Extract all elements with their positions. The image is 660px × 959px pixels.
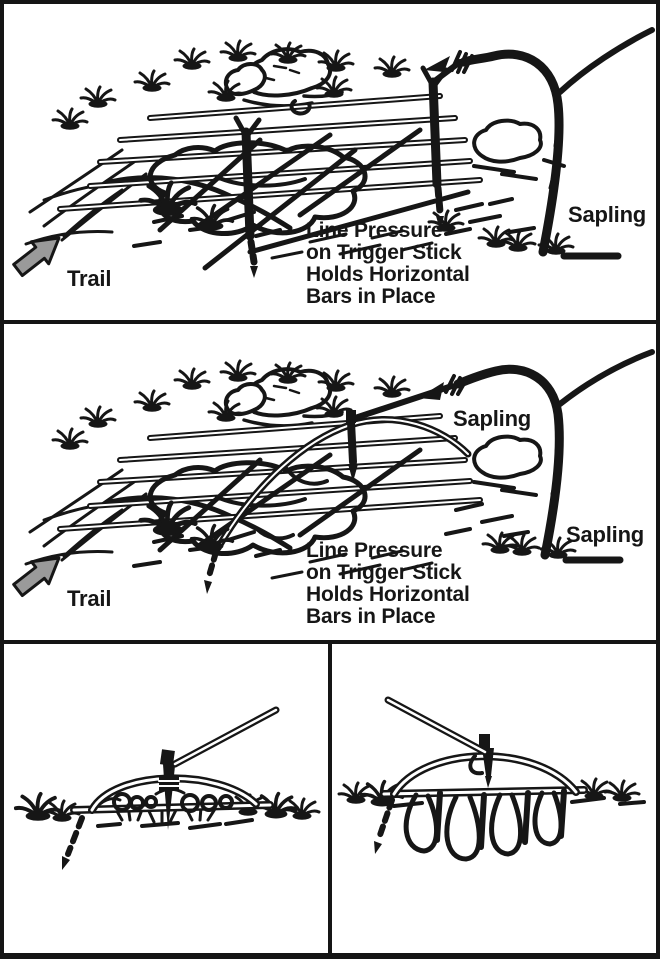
side-view-set-drawing [13, 706, 321, 870]
snare-coils [112, 792, 234, 813]
trap-set-drawing-1 [12, 27, 655, 278]
buried-stake [62, 815, 85, 870]
trail-label: Trail [67, 586, 112, 611]
trigger-stick [158, 749, 180, 830]
trigger-rod [171, 706, 280, 768]
trail-arrow-icon [12, 236, 61, 278]
panel-side-view-set [4, 644, 328, 953]
buried-stake [374, 797, 395, 854]
trigger-rod [384, 696, 489, 756]
hanging-nooses [403, 788, 567, 862]
trail-arrow-icon [12, 556, 61, 598]
panel-side-view-nooses [332, 644, 656, 953]
panel-trap-set-top: Trail Sapling Line Pressure on Trigger S… [4, 4, 656, 320]
sapling-bent-label: Sapling [453, 406, 532, 431]
trail-label: Trail [67, 266, 112, 291]
trigger-stick [346, 410, 358, 482]
grass-line [337, 777, 646, 808]
sapling-label: Sapling [568, 202, 647, 227]
sapling-tree [453, 349, 655, 564]
trap-set-drawing-2 [12, 349, 655, 598]
stake-left [233, 115, 262, 278]
caption-line-pressure: Line Pressure on Trigger Stick Holds Hor… [306, 219, 470, 308]
arch-bow [390, 752, 580, 798]
sapling-tree-label: Sapling [566, 522, 645, 547]
panel-trap-set-bottom: Trail Sapling Sapling Line Pressure on T… [4, 324, 656, 640]
caption-line-pressure: Line Pressure on Trigger Stick Holds Hor… [306, 539, 470, 628]
sapling-tree [459, 27, 655, 260]
side-view-nooses-drawing [337, 696, 646, 862]
line-to-sapling [352, 374, 468, 421]
